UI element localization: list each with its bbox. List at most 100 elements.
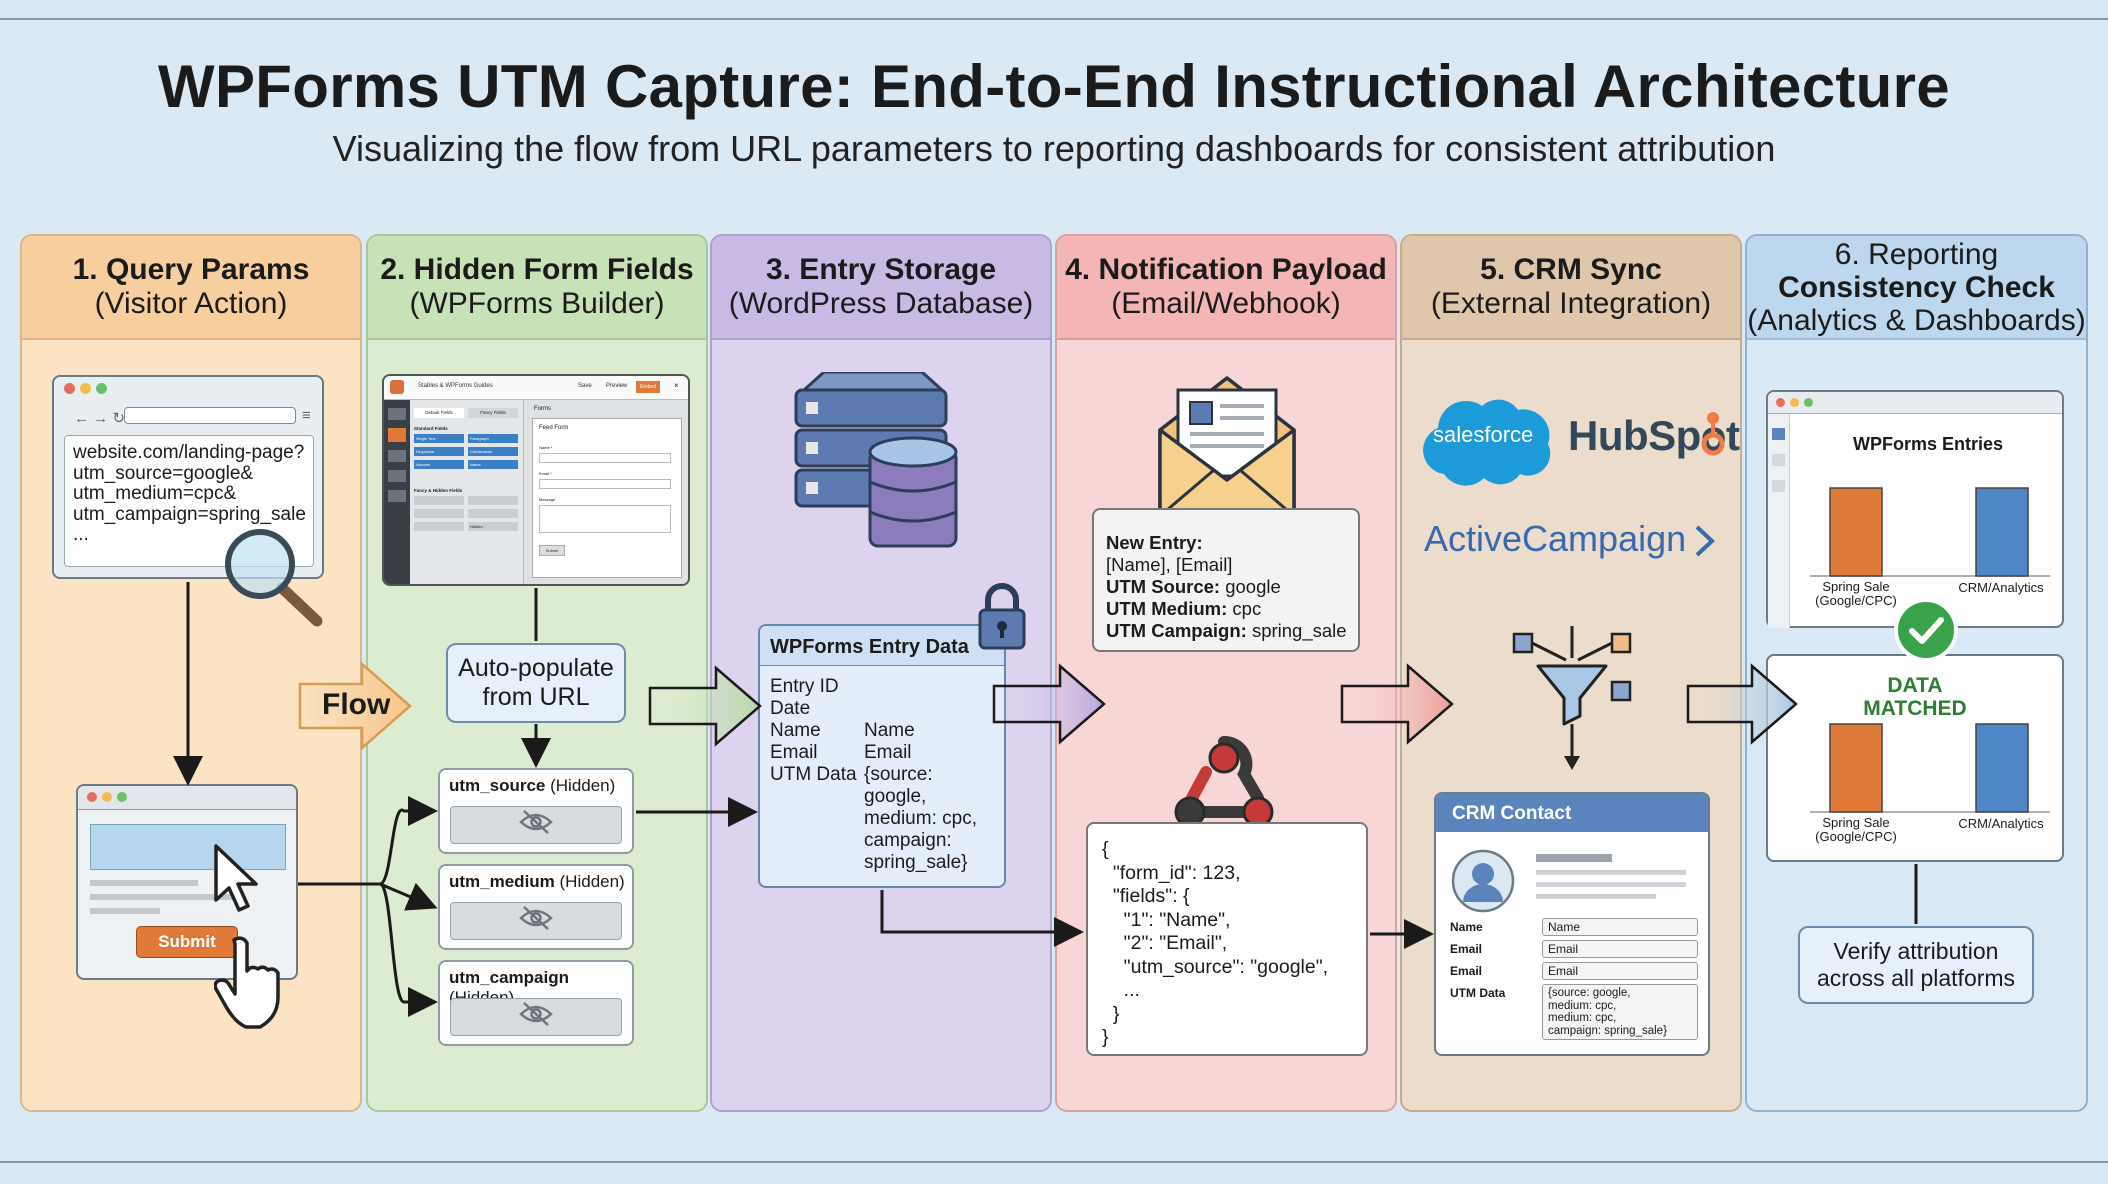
- column-subheading: (Analytics & Dashboards): [1747, 303, 2086, 337]
- column-header: 3. Entry Storage (WordPress Database): [712, 236, 1050, 340]
- bar-label-spring-sale: Spring Sale (Google/CPC): [1815, 579, 1897, 608]
- builder-preview-button[interactable]: Preview: [606, 383, 628, 389]
- crm-field-value: {source: google, medium: cpc, medium: cp…: [1542, 984, 1698, 1040]
- crm-field-value: Email: [1542, 940, 1698, 958]
- builder-embed-button[interactable]: Embed: [636, 381, 660, 393]
- column-heading: 5. CRM Sync: [1480, 253, 1662, 286]
- builder-tab[interactable]: Default Fields: [414, 408, 464, 418]
- bar-label-crm-analytics: CRM/Analytics: [1958, 580, 2044, 595]
- builder-save-button[interactable]: Save: [578, 383, 592, 389]
- column-header: 1. Query Params (Visitor Action): [22, 236, 360, 340]
- activecampaign-logo-text: ActiveCampaign: [1424, 518, 1687, 559]
- magnifier-icon: [225, 529, 323, 627]
- url-line: utm_medium=cpc&: [73, 483, 237, 504]
- column-header: 4. Notification Payload (Email/Webhook): [1057, 236, 1395, 340]
- email-notification-body: New Entry: [Name], [Email] UTM Source: g…: [1106, 532, 1347, 642]
- email-line: UTM Source: google: [1106, 576, 1281, 597]
- entry-row: Date: [770, 698, 811, 719]
- builder-field-button[interactable]: Paragraph: [468, 434, 518, 443]
- text-line: [1536, 894, 1656, 899]
- hidden-field-input[interactable]: [450, 806, 622, 844]
- entry-row: campaign:: [864, 830, 952, 851]
- window-titlebar: [78, 786, 296, 810]
- builder-tab[interactable]: Fancy Fields: [468, 408, 518, 418]
- entry-row: Entry ID: [770, 676, 839, 697]
- builder-sidebar: [384, 400, 410, 584]
- activecampaign-chevron-icon: [1695, 525, 1715, 557]
- builder-form-preview: Feed Form Name * Email * Message Submit: [532, 418, 682, 578]
- builder-hidden-field-button[interactable]: Hidden: [468, 522, 518, 531]
- autopopulate-note: Auto-populate from URL: [446, 643, 626, 723]
- entry-row: UTM Data{source:: [770, 764, 933, 785]
- builder-field-button[interactable]: Dropdown: [414, 447, 464, 456]
- email-line: UTM Medium: cpc: [1106, 598, 1262, 619]
- form-preview-label: Name *: [539, 445, 553, 450]
- email-line: [Name], [Email]: [1106, 554, 1233, 575]
- builder-field-button[interactable]: Name: [468, 460, 518, 469]
- builder-canvas: Forms Feed Form Name * Email * Message S…: [524, 400, 688, 584]
- url-line: website.com/landing-page?: [73, 442, 305, 463]
- window-controls: [87, 792, 127, 802]
- hand-pointer-icon: [214, 936, 280, 1029]
- builder-field-grid: Hidden: [414, 496, 518, 531]
- form-preview-input: [539, 453, 671, 463]
- entry-card-title: WPForms Entry Data: [760, 626, 1004, 666]
- menu-icon[interactable]: ≡: [302, 407, 311, 424]
- dashboard-sidebar: [1768, 414, 1790, 628]
- page-banner: [90, 824, 286, 870]
- text-line: [1536, 882, 1686, 887]
- verify-attribution-note: Verify attribution across all platforms: [1798, 926, 2034, 1004]
- text-line: [90, 880, 198, 886]
- builder-section-label: Fancy & Hidden Fields: [414, 488, 463, 493]
- salesforce-logo: [1423, 399, 1551, 486]
- hidden-field-utm-campaign: utm_campaign (Hidden): [438, 960, 634, 1046]
- entry-row: medium: cpc,: [864, 808, 977, 829]
- hidden-field-utm-source: utm_source (Hidden): [438, 768, 634, 854]
- hidden-field-label: utm_medium (Hidden): [449, 872, 625, 891]
- wpforms-logo-icon: [390, 380, 404, 394]
- url-line: ...: [73, 524, 89, 545]
- column-subheading: (WPForms Builder): [409, 287, 665, 320]
- data-matched-label: DATA MATCHED: [1863, 674, 1967, 720]
- crm-field-row: UTM Data{source: google, medium: cpc, me…: [1450, 984, 1698, 1040]
- webhook-icon: [1174, 736, 1274, 828]
- crm-field-value: Name: [1542, 918, 1698, 936]
- hidden-field-input[interactable]: [450, 902, 622, 940]
- column-heading: 4. Notification Payload: [1065, 253, 1387, 286]
- column-header: 2. Hidden Form Fields (WPForms Builder): [368, 236, 706, 340]
- column-subheading: (External Integration): [1430, 287, 1712, 320]
- page-subtitle: Visualizing the flow from URL parameters…: [332, 128, 1776, 169]
- crm-card-title: CRM Contact: [1436, 794, 1708, 832]
- address-bar[interactable]: [124, 407, 296, 424]
- url-line: utm_source=google&: [73, 462, 254, 484]
- email-line: New Entry:: [1106, 532, 1203, 553]
- browser-window: ← → ↻ ≡ website.com/landing-page? utm_so…: [52, 375, 324, 579]
- form-page-window: Submit: [76, 784, 298, 980]
- column-heading: 3. Entry Storage: [765, 253, 997, 286]
- column-heading-2: Consistency Check: [1778, 270, 2055, 304]
- form-preview-input: [539, 479, 671, 489]
- close-icon[interactable]: ×: [674, 381, 679, 390]
- url-line: utm_campaign=spring_sale: [73, 503, 306, 525]
- builder-field-button[interactable]: Number: [414, 460, 464, 469]
- json-payload-text: { "form_id": 123, "fields": { "1": "Name…: [1102, 838, 1329, 1048]
- entry-row: spring_sale}: [864, 852, 968, 873]
- nav-arrows-icon[interactable]: ← → ↻: [74, 410, 125, 427]
- builder-field-button[interactable]: Checkboxes: [468, 447, 518, 456]
- dashboard-title: WPForms Entries: [1852, 434, 2004, 454]
- builder-field-button[interactable]: Single Text: [414, 434, 464, 443]
- column-subheading: (Visitor Action): [94, 287, 288, 320]
- hidden-field-input[interactable]: [450, 998, 622, 1036]
- check-circle-icon: [1894, 598, 1958, 662]
- form-preview-textarea: [539, 505, 671, 533]
- database-server-icon: [794, 372, 958, 548]
- column-heading: 2. Hidden Form Fields: [380, 253, 694, 286]
